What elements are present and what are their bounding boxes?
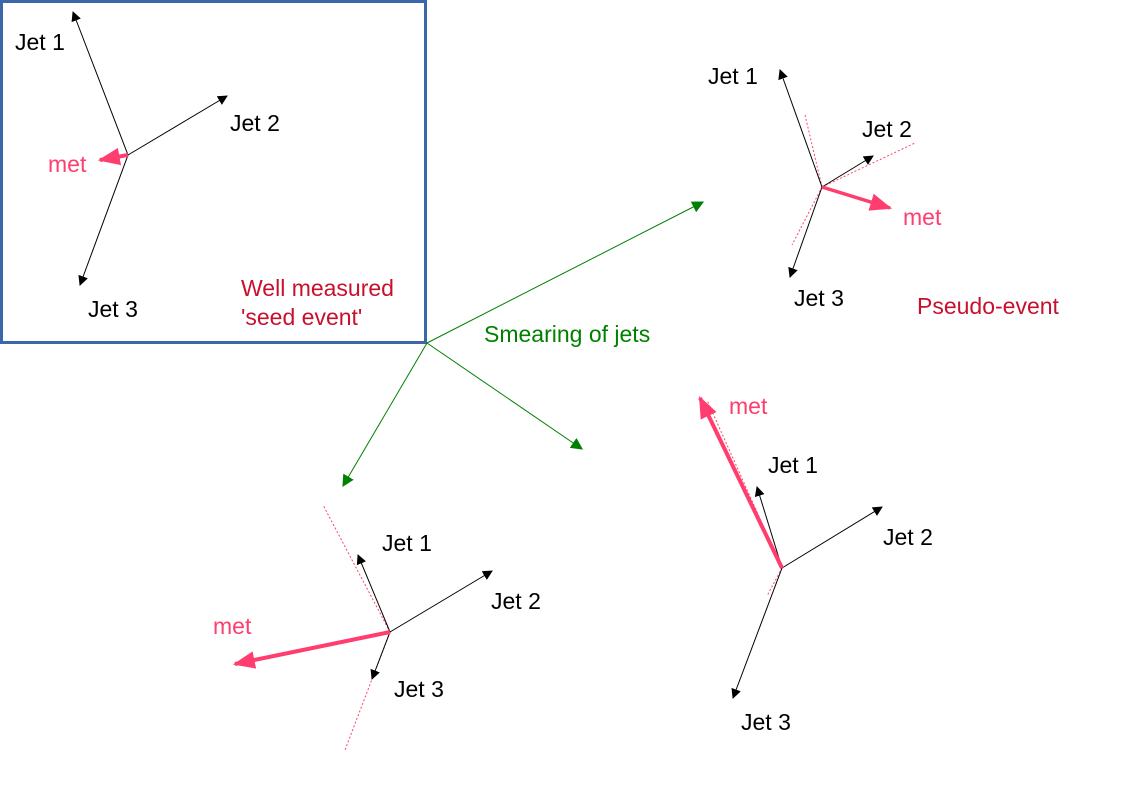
pseudo-br-jet3-vector: [731, 567, 783, 699]
pseudo-br-jet1-label: Jet 1: [768, 452, 818, 478]
pseudo-br-jet3-label: Jet 3: [741, 709, 791, 735]
pseudo-bl-jet1-vector: [356, 554, 391, 633]
pseudo-top-dotted-2: [804, 114, 823, 188]
seed-jet1-label: Jet 1: [15, 29, 65, 55]
pseudo-br-jet2-vector: [781, 506, 883, 569]
seed-jet3-vector: [78, 154, 129, 286]
seed-event: Jet 1 Jet 2 Jet 3 met Well measured 'see…: [0, 0, 427, 344]
smearing-arrows: Smearing of jets: [342, 201, 705, 488]
pseudo-br-jet1-vector: [754, 486, 783, 569]
seed-caption-line1: Well measured: [241, 275, 394, 301]
pseudo-top-jet2-vector: [821, 155, 874, 188]
pseudo-bl-jet1-label: Jet 1: [382, 530, 432, 556]
pseudo-event-caption: Pseudo-event: [917, 293, 1060, 319]
pseudo-br-dotted-2: [766, 567, 783, 597]
pseudo-top-jet1-vector: [778, 69, 823, 188]
pseudo-bl-jet3-label: Jet 3: [394, 676, 444, 702]
pseudo-bl-dotted-1: [322, 504, 391, 633]
pseudo-top-jet2-label: Jet 2: [862, 116, 912, 142]
pseudo-top-dotted-3: [821, 142, 916, 188]
pseudo-bl-met-vector: [232, 630, 391, 669]
pseudo-top-met-vector: [821, 185, 893, 211]
smearing-label: Smearing of jets: [484, 321, 650, 347]
smear-arrow-bottom-left: [342, 342, 428, 488]
pseudo-bl-jet2-vector: [389, 570, 493, 633]
pseudo-bl-met-label: met: [213, 613, 252, 639]
seed-met-label: met: [48, 151, 87, 177]
pseudo-br-jet2-label: Jet 2: [883, 524, 933, 550]
pseudo-top-jet3-vector: [788, 186, 823, 278]
seed-jet2-vector: [127, 95, 228, 156]
seed-jet2-label: Jet 2: [230, 110, 280, 136]
pseudo-br-dotted-1: [706, 399, 783, 569]
smear-arrow-bottom-right: [426, 342, 583, 450]
pseudo-bl-jet2-label: Jet 2: [491, 588, 541, 614]
seed-met-vector: [97, 147, 129, 166]
seed-caption-line2: 'seed event': [241, 304, 362, 330]
pseudo-event-top: Jet 1 Jet 2 Jet 3 met Pseudo-event: [708, 63, 1060, 319]
seed-jet3-label: Jet 3: [88, 296, 138, 322]
seed-jet1-vector: [71, 11, 129, 156]
pseudo-br-met-label: met: [729, 393, 768, 419]
seed-event-box: [0, 0, 427, 344]
pseudo-top-jet3-label: Jet 3: [794, 285, 844, 311]
pseudo-br-met-vector: [698, 396, 784, 569]
pseudo-top-dotted-1: [791, 186, 823, 246]
pseudo-bl-jet3-vector: [370, 631, 391, 680]
smear-arrow-top: [426, 201, 705, 344]
pseudo-top-jet1-label: Jet 1: [708, 63, 758, 89]
pseudo-event-bottom-right: Jet 1 Jet 2 Jet 3 met: [698, 393, 933, 735]
pseudo-event-bottom-left: Jet 1 Jet 2 Jet 3 met: [213, 504, 541, 751]
pseudo-top-met-label: met: [903, 204, 942, 230]
